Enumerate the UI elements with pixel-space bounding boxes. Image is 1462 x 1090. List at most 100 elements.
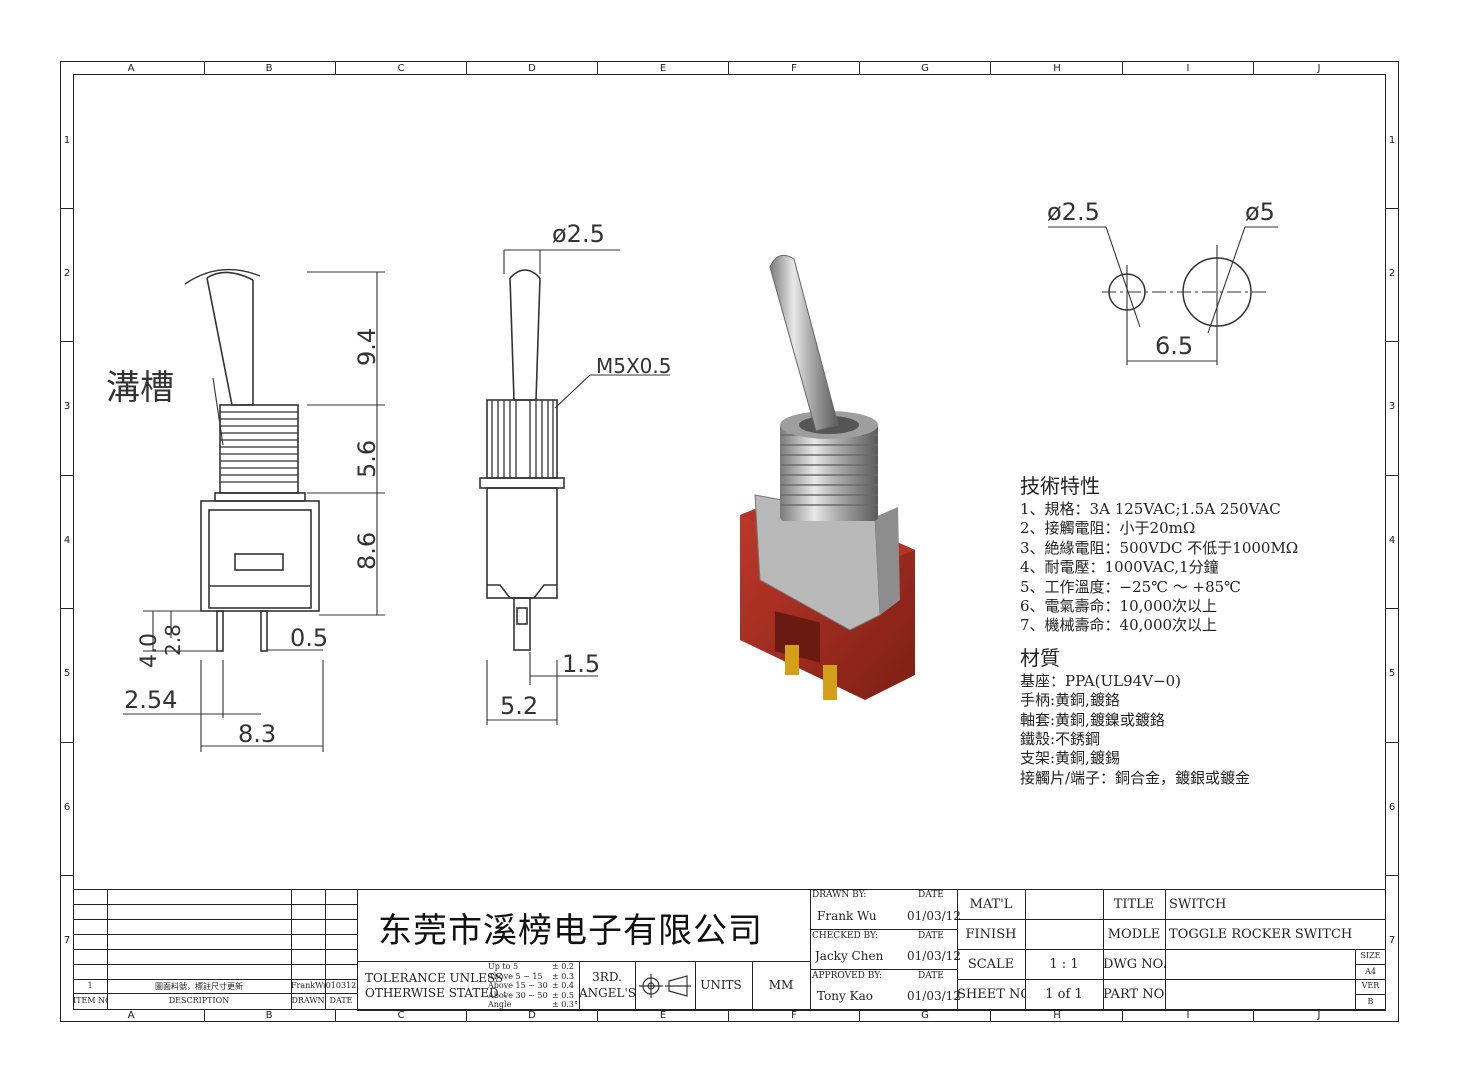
zone-tick [859,1009,860,1021]
checked-date: 01/03/12 [907,949,961,963]
modle-value: TOGGLE ROCKER SWITCH [1169,927,1353,942]
dim-pin-w-front-label: 1.5 [562,650,601,678]
zone-tick [1386,208,1398,209]
zone-letter: J [1317,1010,1321,1021]
pin-front [513,597,531,651]
material-line: 支架:黄銅,鍍錫 [1020,749,1120,768]
zone-letter: G [921,63,929,74]
dim-thread-label: M5X0.5 [596,354,672,378]
matl-label: MAT'L [969,897,1013,912]
zone-tick [204,62,205,74]
zone-tick [1386,475,1398,476]
zone-letter: C [397,1010,405,1021]
technical-specs: 技術特性 1、規格：3A 125VAC;1.5A 250VAC 2、接觸電阻：小… [1020,472,1298,788]
tol-value: ± 0.3° [552,1000,578,1009]
zone-tick [1253,1009,1254,1021]
tol-value: ± 0.2 [552,962,574,971]
zone-letter: H [1053,63,1061,74]
dim-body-label: 8.6 [353,532,381,570]
zone-tick [597,1009,598,1021]
zone-letter: E [659,63,667,74]
part-label: PART NO. [1103,987,1165,1002]
dim-large-hole-label: ø5 [1245,198,1275,226]
material-heading: 材質 [1020,645,1060,670]
zone-tick [61,208,73,209]
zone-letter: G [921,1010,929,1021]
front-view-drawing [479,249,670,725]
rev-drawn: FrankWu [291,981,325,990]
rev-date: 010312 [325,981,357,990]
checked-by-label: CHECKED BY: [812,931,878,941]
dim-lever-label: 9.4 [353,328,381,366]
tolerance-table: Up to 5 Above 5 ~ 15 Above 15 ~ 30 Above… [488,962,548,1010]
modle-label: MODLE [1107,927,1161,942]
ver-label: VER [1361,981,1380,990]
zone-tick [61,608,73,609]
dim-pin-short-label: 2.8 [161,624,185,656]
zone-letter: B [265,1010,273,1021]
material-line: 接觸片/端子：銅合金，鍍銀或鍍金 [1020,768,1251,787]
zone-number: 4 [1388,535,1396,546]
tol-range: Above 5 ~ 15 [488,971,543,981]
zone-tick [1122,62,1123,74]
zone-letter: D [528,1010,536,1021]
zone-tick [1253,62,1254,74]
bracket-slot [234,553,284,571]
zone-letter: D [528,63,536,74]
zone-number: 7 [1388,935,1396,946]
zone-tick [466,62,467,74]
spec-line: 6、電氣壽命：10,000次以上 [1020,597,1218,616]
dim-pin-w-label: 0.5 [290,624,329,652]
lever-front [509,277,541,401]
side-view-dim-labels: 9.4 5.6 8.6 [353,328,381,570]
approved-date: 01/03/12 [907,989,961,1003]
zone-number: 1 [63,135,71,146]
zone-number: 6 [1388,802,1396,813]
zone-tick [728,62,729,74]
zone-tick [335,62,336,74]
scale-value: 1 : 1 [1049,957,1079,972]
zone-letter: J [1317,63,1321,74]
dim-pin-len-label: 4.0 [137,633,162,668]
zone-letter: A [127,63,135,74]
zone-tick [990,62,991,74]
specs-heading: 技術特性 [1020,474,1100,498]
zone-letter: H [1053,1010,1061,1021]
drawn-by: Frank Wu [817,909,877,923]
tol-range: Up to 5 [488,962,519,971]
zone-letter: B [265,63,273,74]
zone-tick [204,1009,205,1021]
size-value: A4 [1365,967,1376,976]
spec-line: 4、耐電壓：1000VAC,1分鐘 [1020,558,1219,577]
title-label: TITLE [1113,897,1155,912]
tolerance-label-2: OTHERWISE STATED : [365,986,507,1000]
zone-number: 3 [1388,401,1396,412]
tol-range: Above 30 ~ 50 [488,990,548,1000]
zone-tick [1122,1009,1123,1021]
zone-tick [859,62,860,74]
rev-header-item: ITEM NO [73,996,107,1005]
company-name: 东莞市溪榜电子有限公司 [378,911,763,951]
dwg-label: DWG NO. [1103,957,1165,972]
body-front [486,487,558,599]
tol-range: Above 15 ~ 30 [488,981,548,990]
zone-number: 4 [63,535,71,546]
zone-letter: C [397,63,405,74]
drawn-by-label: DRAWN BY: [812,890,867,900]
zone-number: 5 [63,668,71,679]
sheet-value: 1 of 1 [1045,987,1083,1002]
pin-left [216,610,224,652]
material-line: 軸套:黄銅,鍍鎳或鍍鉻 [1020,710,1165,729]
units-value: MM [768,978,794,992]
dim-width-front-label: 5.2 [500,692,539,720]
finish-label: FINISH [965,927,1017,942]
approved-by: Tony Kao [817,989,873,1003]
zone-letter: F [791,1010,797,1021]
groove-label: 溝槽 [106,368,174,408]
zone-number: 6 [63,802,71,813]
side-view-drawing [123,268,385,752]
rev-item: 1 [87,981,93,990]
spec-line: 5、工作溫度：−25℃ ～ +85℃ [1020,577,1241,596]
zone-tick [990,1009,991,1021]
scale-label: SCALE [967,957,1015,972]
